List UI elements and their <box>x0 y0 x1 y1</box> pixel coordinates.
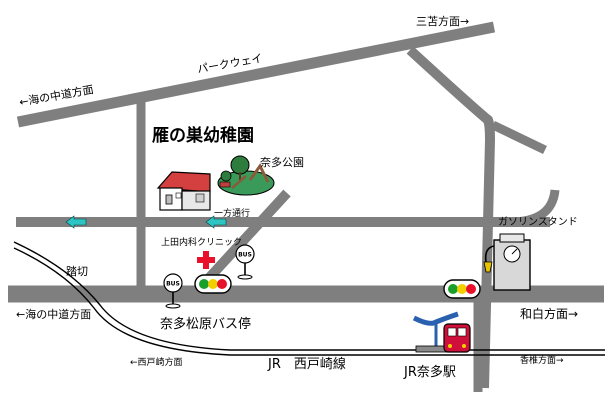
label-wajiro: 和白方面→ <box>520 306 578 321</box>
rail-line-a <box>13 241 605 351</box>
bus-stop-icon: BUS <box>163 273 183 309</box>
train-icon <box>412 311 471 353</box>
label-gas: ガソリンスタンド <box>498 216 578 228</box>
vertical-road-right <box>406 46 496 389</box>
arrow-left-icon <box>65 215 87 229</box>
roads <box>8 21 604 392</box>
bus-stop-icon: BUS <box>235 244 255 280</box>
label-jr-line: JR 西戸崎線 <box>267 356 346 372</box>
label-umi-bottom: ←海の中道方面 <box>16 307 91 321</box>
arrow-left-icon <box>205 215 227 229</box>
railway <box>13 241 605 356</box>
label-sankakai: 三苫方面→ <box>416 14 469 28</box>
cross-icon <box>197 251 215 269</box>
label-nursery: 雁の巣幼稚園 <box>152 125 254 146</box>
bus-sign-text: BUS <box>238 252 252 259</box>
traffic-signal-icon <box>194 274 232 294</box>
label-kashii: 香椎方面→ <box>520 354 564 366</box>
label-park: 奈多公園 <box>260 155 304 169</box>
rail-line-b <box>13 247 605 356</box>
traffic-signal-icon <box>443 279 481 299</box>
diagonal-road <box>194 189 291 294</box>
label-bus-stop: 奈多松原バス停 <box>160 316 251 332</box>
gas-pump-icon <box>483 233 531 291</box>
map-labels: 三苫方面→ パークウェイ ←海の中道方面 雁の巣幼稚園 奈多公園 一方通行 上田… <box>16 14 578 380</box>
bus-sign-text: BUS <box>166 281 180 288</box>
label-oneway: 一方通行 <box>214 207 250 219</box>
park-icon <box>217 155 275 196</box>
label-clinic: 上田内科クリニック <box>161 236 242 248</box>
right-branch-road <box>491 120 547 155</box>
parkway-road <box>16 21 496 128</box>
oneway-arrows <box>65 215 227 229</box>
house-icon <box>156 171 211 211</box>
label-nishitozaki: ←西戸崎方面 <box>130 356 183 368</box>
road-to-gas <box>509 189 560 227</box>
label-jr-station: JR奈多駅 <box>403 364 456 380</box>
label-crossing: 踏切 <box>66 264 88 278</box>
